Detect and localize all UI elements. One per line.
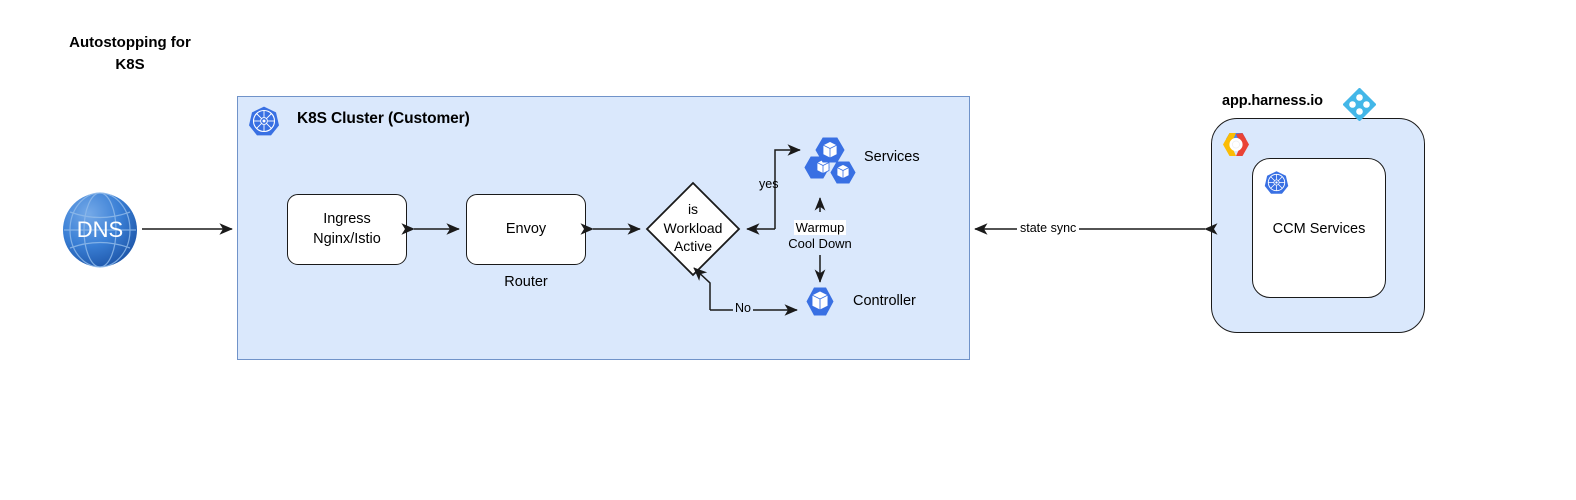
edge-label-yes: yes bbox=[759, 177, 779, 191]
kubernetes-services-icon bbox=[804, 137, 856, 184]
warmup-line: Warmup bbox=[793, 220, 847, 235]
harness-label: app.harness.io bbox=[1222, 93, 1323, 109]
decision-diamond-shape bbox=[645, 181, 741, 277]
controller-label: Controller bbox=[853, 293, 916, 309]
services-label: Services bbox=[864, 149, 920, 165]
gcp-logo-icon bbox=[1223, 133, 1249, 156]
kubernetes-icon bbox=[1264, 171, 1289, 194]
router-label: Router bbox=[504, 274, 548, 290]
edge-label-state-sync: state sync bbox=[1017, 221, 1080, 235]
edge-label-no: No bbox=[733, 301, 753, 315]
kubernetes-icon bbox=[249, 106, 279, 136]
envoy-node: Envoy bbox=[466, 194, 586, 265]
dns-globe-icon bbox=[63, 192, 137, 268]
k8s-cluster-label: K8S Cluster (Customer) bbox=[297, 110, 470, 127]
page-title: Autostopping for K8S bbox=[69, 34, 191, 73]
ccm-services-label: CCM Services bbox=[1272, 221, 1366, 237]
decision-node-label: is Workload Active bbox=[663, 201, 723, 255]
kubernetes-pod-icon bbox=[806, 287, 834, 316]
cooldown-line: Cool Down bbox=[788, 235, 852, 251]
harness-logo-icon bbox=[1343, 88, 1376, 121]
dns-label: DNS bbox=[76, 217, 124, 242]
